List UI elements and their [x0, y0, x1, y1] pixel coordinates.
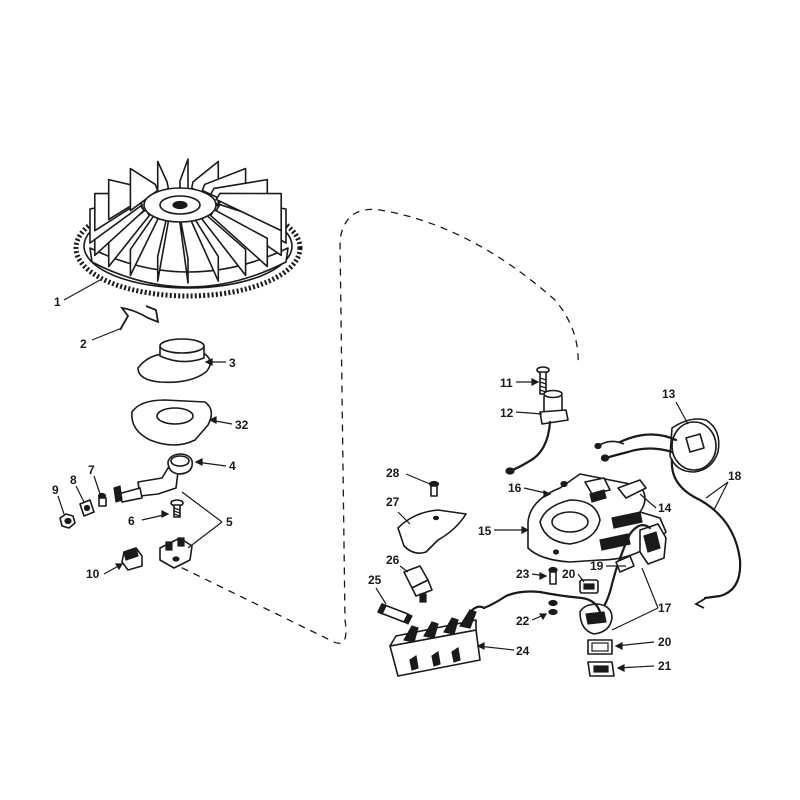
callout-17: 17 — [658, 601, 672, 615]
condenser-clip — [121, 547, 143, 571]
callout-labels: 1 2 3 32 4 5 6 7 8 9 10 11 12 13 14 15 1… — [52, 295, 742, 673]
callout-15: 15 — [478, 524, 492, 538]
terminal-cover — [397, 509, 467, 554]
leader-lines — [57, 279, 729, 672]
callout-22: 22 — [516, 614, 530, 628]
callout-28: 28 — [386, 466, 400, 480]
callout-21: 21 — [658, 659, 672, 673]
ignition-coil — [594, 418, 720, 473]
coil-wire — [482, 590, 602, 614]
callout-4: 4 — [229, 459, 236, 473]
terminal-block — [389, 605, 486, 677]
callout-9: 9 — [52, 483, 59, 497]
coil-screw — [548, 566, 558, 585]
callout-25: 25 — [368, 573, 382, 587]
callout-8: 8 — [70, 473, 77, 487]
connector-plug — [403, 565, 433, 603]
condenser — [505, 389, 569, 475]
cover-screw — [428, 480, 440, 497]
callout-5: 5 — [226, 515, 233, 529]
callout-18: 18 — [728, 469, 742, 483]
gasket-lower — [587, 661, 615, 677]
magnet-lamination — [617, 479, 647, 499]
assembly-dashed-outline — [169, 208, 579, 644]
primary-coil-assembly — [598, 523, 667, 614]
spark-plug-terminal — [694, 597, 707, 609]
cover-plate-upper — [579, 579, 599, 594]
lock-washer — [79, 499, 95, 517]
spring-clip — [119, 305, 160, 331]
flywheel-fin — [215, 192, 283, 232]
breaker-arm — [113, 453, 194, 503]
coil-cap — [579, 603, 613, 635]
callout-16: 16 — [508, 481, 522, 495]
callout-7: 7 — [88, 463, 95, 477]
callout-3: 3 — [229, 356, 236, 370]
callout-1: 1 — [54, 295, 61, 309]
callout-2: 2 — [80, 337, 87, 351]
flywheel — [73, 158, 303, 299]
hub-bushing — [137, 338, 212, 384]
callout-14: 14 — [658, 501, 672, 515]
callout-27: 27 — [386, 495, 400, 509]
flywheel-fin — [129, 167, 159, 212]
callout-32: 32 — [235, 418, 249, 432]
callout-23: 23 — [516, 567, 530, 581]
pivot-screw — [170, 499, 184, 518]
callout-20-lower: 20 — [658, 635, 672, 649]
cover-plate-lower — [587, 639, 613, 655]
callout-20-upper: 20 — [562, 567, 576, 581]
callout-10: 10 — [86, 567, 100, 581]
callout-26: 26 — [386, 553, 400, 567]
gasket-plate — [131, 399, 213, 446]
coil-washer — [548, 599, 558, 616]
callout-13: 13 — [662, 387, 676, 401]
callout-12: 12 — [500, 406, 514, 420]
hex-nut — [59, 513, 76, 529]
callout-6: 6 — [128, 514, 135, 528]
callout-19: 19 — [590, 559, 604, 573]
terminal-screw — [97, 492, 107, 507]
callout-11: 11 — [500, 376, 513, 390]
mounting-bolt — [536, 366, 550, 395]
spark-plug-lead — [670, 458, 742, 600]
breaker-base-plate — [159, 537, 193, 569]
callout-24: 24 — [516, 644, 530, 658]
fuse-cartridge — [377, 603, 413, 625]
